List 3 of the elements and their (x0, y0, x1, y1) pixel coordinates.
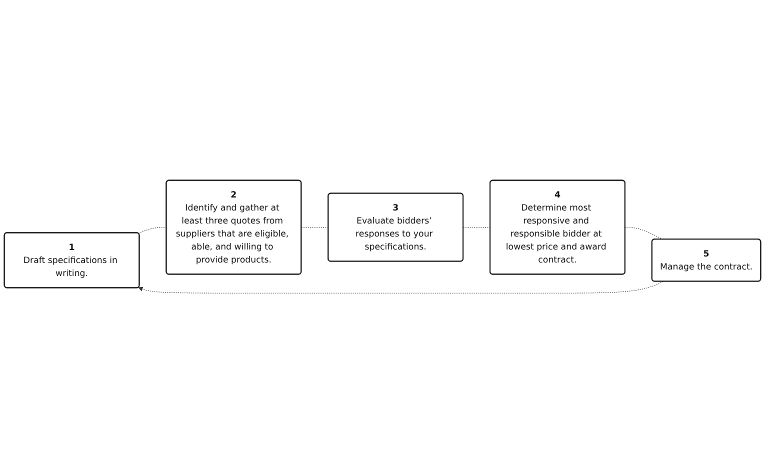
arrow (138, 281, 664, 294)
connector (301, 226, 329, 228)
connector (463, 226, 491, 228)
